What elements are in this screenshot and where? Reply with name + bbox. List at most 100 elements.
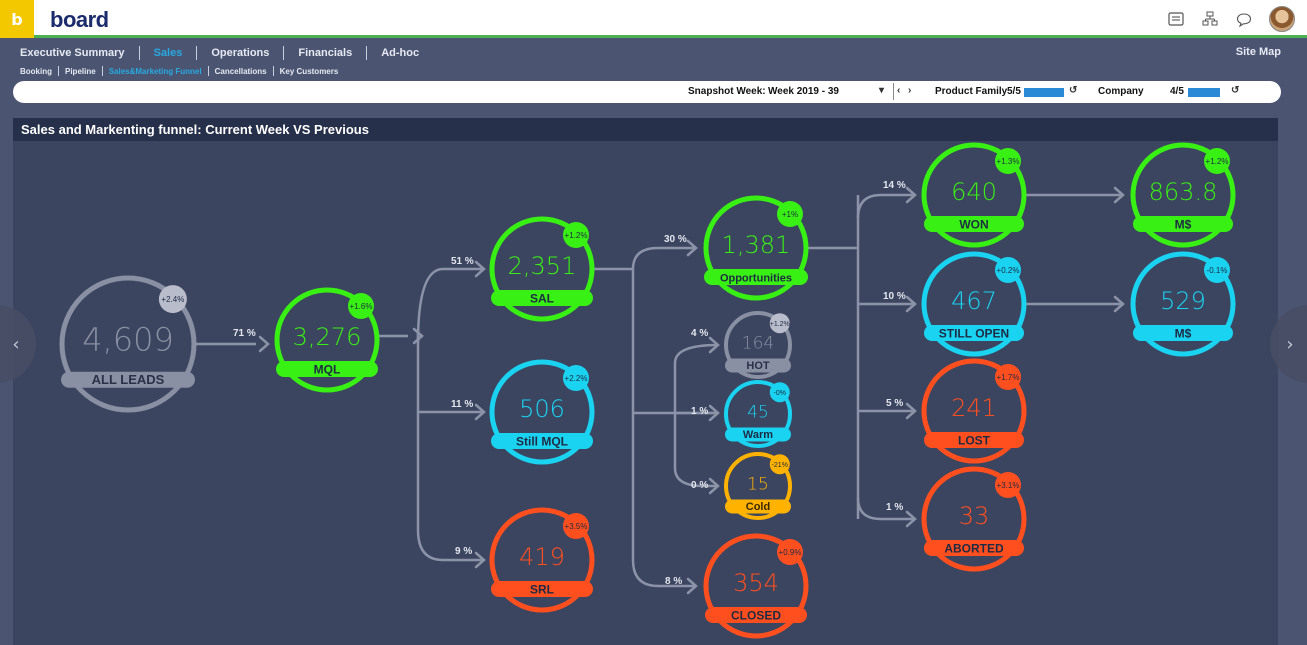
sal-delta-badge bbox=[563, 222, 589, 248]
tab-financials[interactable]: Financials bbox=[298, 47, 353, 59]
closed-label: CLOSED bbox=[731, 609, 781, 623]
still-mql-delta: +2.2% bbox=[565, 374, 588, 383]
still-open-delta: +0.2% bbox=[997, 266, 1020, 275]
arrow-icon bbox=[474, 260, 486, 278]
warm-label-pill bbox=[725, 427, 791, 442]
arrow-icon bbox=[708, 404, 720, 422]
won-value-delta: +1.2% bbox=[1206, 157, 1229, 166]
all-leads-value: 4,609 bbox=[82, 320, 174, 358]
cold-value: 15 bbox=[747, 474, 769, 494]
hot-delta: +1.2% bbox=[770, 321, 790, 328]
srl-value: 419 bbox=[519, 543, 565, 571]
arrow-icon bbox=[412, 327, 424, 345]
all-leads-circle bbox=[59, 275, 197, 413]
conversion-rate-label: 9 % bbox=[455, 546, 472, 557]
nav-divider bbox=[138, 46, 140, 60]
company-label: Company bbox=[1098, 86, 1144, 97]
nav-divider bbox=[272, 66, 274, 76]
connector bbox=[631, 246, 696, 270]
subtab-booking[interactable]: Booking bbox=[20, 66, 52, 76]
still-open-circle bbox=[921, 251, 1027, 357]
still-open-value: 467 bbox=[951, 287, 997, 315]
hot-label-pill bbox=[725, 358, 791, 373]
mql-delta-badge bbox=[348, 293, 374, 319]
subtab-key-customers[interactable]: Key Customers bbox=[279, 66, 339, 76]
aborted-label-pill bbox=[924, 540, 1024, 556]
won-value-label-pill bbox=[1133, 216, 1233, 232]
user-avatar[interactable] bbox=[1269, 6, 1295, 32]
aborted-value: 33 bbox=[959, 502, 990, 530]
aborted-label: ABORTED bbox=[944, 542, 1004, 556]
closed-label-pill bbox=[705, 607, 807, 623]
app-menu-button[interactable]: b bbox=[0, 0, 34, 38]
arrow-icon bbox=[1113, 295, 1125, 313]
reset-icon[interactable]: ↺ bbox=[1231, 85, 1240, 96]
subtab-pipeline[interactable]: Pipeline bbox=[65, 66, 96, 76]
connector bbox=[856, 193, 915, 219]
company-selector[interactable] bbox=[1188, 88, 1220, 97]
sub-nav: Booking Pipeline Sales&Marketing Funnel … bbox=[20, 66, 338, 76]
hot-delta-badge bbox=[769, 313, 790, 334]
next-week-icon[interactable]: › bbox=[908, 85, 912, 96]
product-family-label: Product Family bbox=[935, 86, 1008, 97]
tab-operations[interactable]: Operations bbox=[211, 47, 270, 59]
won-value-label: M$ bbox=[1175, 218, 1192, 232]
opportunities-value: 1,381 bbox=[722, 231, 791, 259]
hot-value: 164 bbox=[742, 333, 774, 353]
funnel-panel: Sales and Markenting funnel: Current Wee… bbox=[13, 118, 1278, 645]
srl-delta: +3.5% bbox=[565, 522, 588, 531]
opportunities-delta-badge bbox=[777, 201, 803, 227]
tab-sales[interactable]: Sales bbox=[153, 47, 183, 59]
previous-week-icon[interactable]: ‹ bbox=[897, 85, 901, 96]
conversion-rate-label: 11 % bbox=[451, 399, 473, 410]
nav-divider bbox=[58, 66, 59, 76]
arrow-icon bbox=[708, 336, 720, 354]
cold-delta-badge bbox=[769, 454, 790, 475]
connector bbox=[856, 497, 915, 521]
arrow-icon bbox=[686, 577, 698, 595]
all-leads-delta: +2.4% bbox=[161, 295, 184, 304]
won-delta-badge bbox=[995, 148, 1021, 174]
won-value: 640 bbox=[951, 178, 997, 206]
tab-executive-summary[interactable]: Executive Summary bbox=[20, 47, 125, 59]
opportunities-label-pill bbox=[704, 269, 808, 285]
still-open-value-label: M$ bbox=[1175, 327, 1192, 341]
still-mql-delta-badge bbox=[563, 365, 589, 391]
won-value-value: 863.8 bbox=[1149, 178, 1218, 206]
still-mql-label-pill bbox=[491, 433, 593, 449]
nav-divider bbox=[366, 46, 368, 60]
lost-label-pill bbox=[924, 432, 1024, 448]
arrow-icon bbox=[1113, 186, 1125, 204]
arrow-icon bbox=[686, 239, 698, 257]
org-chart-icon[interactable] bbox=[1201, 10, 1219, 28]
all-leads-label: ALL LEADS bbox=[92, 372, 165, 387]
company-count: 4/5 bbox=[1170, 86, 1184, 97]
sal-delta: +1.2% bbox=[565, 231, 588, 240]
aborted-circle bbox=[921, 466, 1027, 572]
product-family-selector[interactable] bbox=[1024, 88, 1064, 97]
snapshot-week-select[interactable]: Week 2019 - 39 bbox=[768, 86, 839, 97]
filter-bar: Snapshot Week: Week 2019 - 39 ▾ ‹ › Prod… bbox=[13, 81, 1281, 103]
tab-ad-hoc[interactable]: Ad-hoc bbox=[381, 47, 420, 59]
nav-divider bbox=[196, 46, 198, 60]
chat-icon[interactable] bbox=[1235, 10, 1253, 28]
conversion-rate-label: 1 % bbox=[886, 502, 903, 513]
cold-label-pill bbox=[725, 499, 791, 514]
nav-divider bbox=[207, 66, 209, 76]
board-logo: board bbox=[50, 7, 109, 32]
subtab-cancellations[interactable]: Cancellations bbox=[214, 66, 267, 76]
won-label: WON bbox=[959, 218, 988, 232]
notes-icon[interactable] bbox=[1167, 10, 1185, 28]
sal-circle bbox=[489, 216, 595, 322]
conversion-rate-label: 30 % bbox=[664, 234, 687, 245]
aborted-delta: +3.1% bbox=[997, 481, 1020, 490]
subtab-sales-marketing-funnel[interactable]: Sales&Marketing Funnel bbox=[108, 66, 202, 76]
nav-divider bbox=[283, 46, 285, 60]
site-map-link[interactable]: Site Map bbox=[1235, 46, 1281, 58]
reset-icon[interactable]: ↺ bbox=[1069, 85, 1078, 96]
warm-circle bbox=[724, 380, 792, 448]
arrow-icon bbox=[708, 477, 720, 495]
dropdown-arrow-icon[interactable]: ▾ bbox=[879, 85, 885, 96]
still-open-value-circle bbox=[1130, 251, 1236, 357]
hot-circle bbox=[724, 311, 792, 379]
